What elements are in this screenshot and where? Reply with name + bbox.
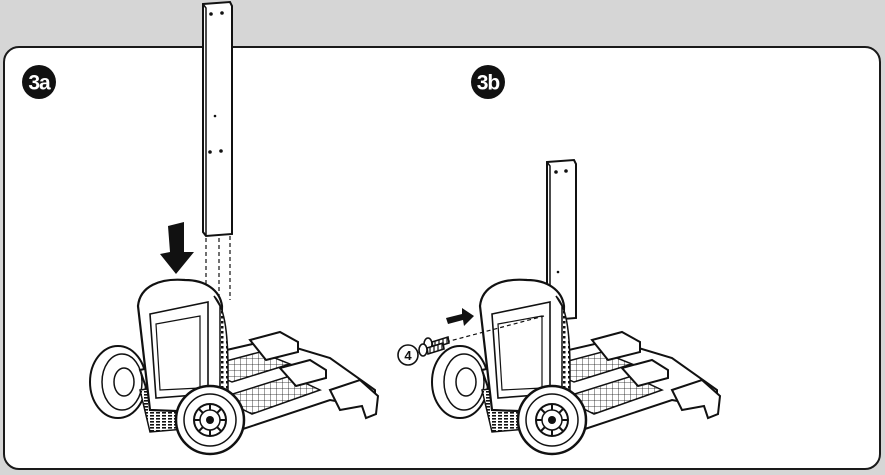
insert-arrow-icon xyxy=(160,222,194,274)
screw-icon xyxy=(418,335,450,357)
upright-post xyxy=(202,0,233,238)
caddy-base-3a xyxy=(88,278,380,456)
step-badge-3a: 3a xyxy=(22,65,56,99)
screw-guide xyxy=(445,315,545,343)
step-label-3b: 3b xyxy=(477,72,500,95)
step-3b: 3b 4 xyxy=(397,65,722,456)
step-3a: 3a xyxy=(22,0,380,456)
screw-quantity-callout: 4 xyxy=(397,344,419,366)
step-badge-3b: 3b xyxy=(471,65,505,99)
screw-direction-arrow-icon xyxy=(446,308,474,326)
step-label-3a: 3a xyxy=(28,72,51,95)
screw-quantity: 4 xyxy=(404,348,412,363)
